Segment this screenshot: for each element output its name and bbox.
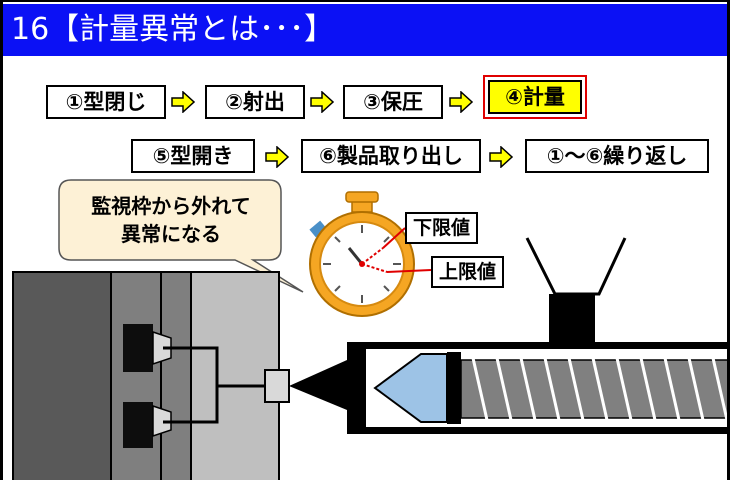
upper-limit-label: 上限値 [431, 256, 505, 288]
hopper [525, 237, 627, 296]
step-mold-open: ⑤型開き [131, 139, 255, 173]
cavity [123, 402, 153, 448]
arrow-right-icon [171, 91, 195, 113]
cavity [123, 324, 153, 372]
step-injection: ②射出 [205, 85, 305, 119]
step-product-removal: ⑥製品取り出し [301, 139, 481, 173]
page-title: 16【計量異常とは･･･】 [11, 12, 335, 47]
arrow-right-icon [310, 91, 334, 113]
step-metering: ④計量 [483, 75, 587, 119]
arrow-right-icon [449, 91, 473, 113]
arrow-right-icon [265, 146, 289, 168]
injection-machine-diagram [12, 179, 727, 480]
arrow-right-icon [489, 146, 513, 168]
stopwatch-icon [309, 191, 415, 317]
mold-plate [160, 271, 192, 480]
title-bar: 16【計量異常とは･･･】 [3, 4, 727, 56]
lower-limit-label: 下限値 [405, 212, 479, 244]
step-repeat: ①～⑥繰り返し [525, 139, 709, 173]
step-mold-close: ①型閉じ [46, 85, 166, 119]
callout-text: 監視枠から外れて 異常になる [91, 194, 251, 246]
step-hold-pressure: ③保圧 [343, 85, 443, 119]
mold-platen [12, 271, 112, 480]
nozzle [289, 360, 347, 410]
mold-plate [110, 271, 162, 480]
